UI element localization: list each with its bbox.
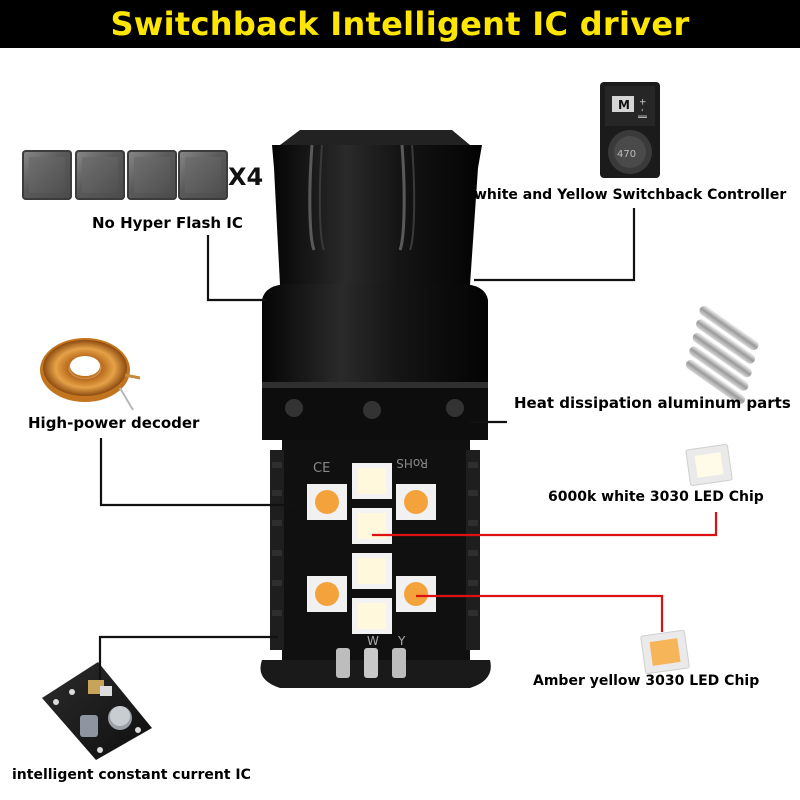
label-no-hyper-flash: No Hyper Flash IC (92, 214, 243, 232)
toroid-coil (40, 338, 141, 411)
leader-white-chip (372, 512, 718, 537)
controller-coil-marking: 470 (617, 149, 636, 160)
aluminum-rods (685, 305, 759, 405)
leader-decoder (99, 438, 300, 507)
white-led-chip-sample (685, 444, 733, 486)
leader-flash-ic (206, 235, 266, 302)
controller-marking-m: M (618, 98, 630, 112)
flash-ic-count: X4 (228, 163, 264, 191)
pin-w-mark: W (367, 634, 379, 648)
leader-driver-ic (98, 635, 278, 680)
leader-controller (474, 208, 636, 282)
amber-led-chip-sample (640, 629, 690, 675)
label-constant-current-ic: intelligent constant current IC (12, 767, 251, 783)
bulb-wedge-base (272, 130, 482, 285)
controller-marking-side: + - ‖ (637, 98, 647, 119)
label-heat-dissipation: Heat dissipation aluminum parts (514, 394, 791, 412)
flash-ic-chip-3 (127, 150, 177, 200)
ce-mark: CE (313, 461, 330, 476)
title-banner: Switchback Intelligent IC driver (0, 0, 800, 48)
page-title: Switchback Intelligent IC driver (110, 5, 690, 43)
flash-ic-chip-1 (22, 150, 72, 200)
label-white-led-chip: 6000k white 3030 LED Chip (548, 489, 764, 505)
driver-pcb (42, 662, 152, 760)
leader-amber-chip (416, 594, 664, 632)
controller-chip: M + - ‖ 470 (600, 82, 660, 178)
pin-y-mark: Y (397, 634, 406, 648)
label-high-power-decoder: High-power decoder (28, 414, 200, 432)
label-switchback-controller: white and Yellow Switchback Controller (474, 187, 787, 203)
label-amber-led-chip: Amber yellow 3030 LED Chip (533, 673, 760, 689)
flash-ic-chip-4 (178, 150, 228, 200)
rohs-mark: RoHS (396, 456, 428, 470)
leader-lines (98, 208, 718, 680)
amber-led-group (307, 484, 436, 612)
bulb-body (262, 284, 488, 440)
flash-ic-chip-2 (75, 150, 125, 200)
